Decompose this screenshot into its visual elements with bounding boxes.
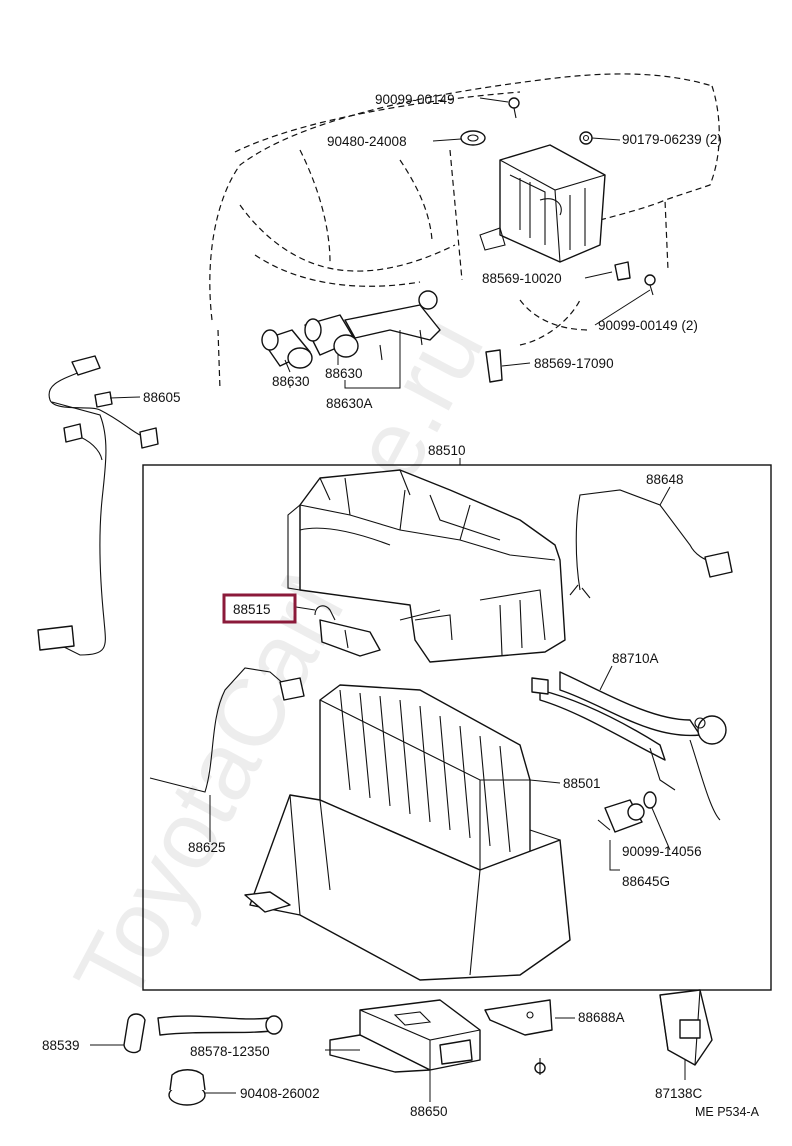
thermistor-88515: [314, 605, 381, 657]
clamp-88569-17090: [485, 349, 503, 383]
module-87138c: [659, 989, 713, 1066]
label-88650[interactable]: 88650: [410, 1104, 448, 1119]
pressure-switch-88645g: [597, 799, 645, 833]
pipe-88710a: [531, 671, 727, 821]
relay-bracket-88630a: [344, 290, 441, 361]
relay-88630-a: [261, 329, 313, 369]
grommet-90480-24008: [460, 130, 486, 146]
upper-case-88510: [287, 469, 566, 663]
label-90408-26002[interactable]: 90408-26002: [240, 1086, 320, 1101]
label-90099-00149-top[interactable]: 90099-00149: [375, 92, 455, 107]
o-ring-90099-14056: [643, 791, 657, 809]
sensor-wire-88625: [149, 667, 305, 793]
cooling-unit-frame: [142, 464, 772, 991]
label-90179-06239[interactable]: 90179-06239 (2): [622, 132, 722, 147]
nut-90179-06239: [579, 131, 593, 145]
wire-harness-88605: [37, 355, 159, 656]
label-88539[interactable]: 88539: [42, 1038, 80, 1053]
label-88648[interactable]: 88648: [646, 472, 684, 487]
lower-case: [244, 794, 571, 981]
label-88605[interactable]: 88605: [143, 390, 181, 405]
screw-90099-00149-top: [508, 97, 520, 119]
clamp-88569-10020: [614, 261, 631, 281]
relay-88630-b: [304, 314, 359, 358]
label-88569-17090[interactable]: 88569-17090: [534, 356, 614, 371]
label-87138c[interactable]: 87138C: [655, 1086, 703, 1101]
amplifier-88650: [329, 999, 481, 1073]
label-88710a[interactable]: 88710A: [612, 651, 659, 666]
label-88510[interactable]: 88510: [428, 443, 466, 458]
label-88688a[interactable]: 88688A: [578, 1010, 625, 1025]
label-90480-24008[interactable]: 90480-24008: [327, 134, 407, 149]
label-90099-14056[interactable]: 90099-14056: [622, 844, 702, 859]
hose-88578-12350: [157, 1015, 283, 1036]
label-88630-b[interactable]: 88630: [325, 366, 363, 381]
wire-88648: [569, 489, 733, 599]
label-88501[interactable]: 88501: [563, 776, 601, 791]
leader-lines: [90, 97, 686, 1102]
label-88578-12350[interactable]: 88578-12350: [190, 1044, 270, 1059]
highlight-box-88515: [222, 593, 297, 624]
blower-unit: [479, 144, 606, 263]
label-88630-a[interactable]: 88630: [272, 374, 310, 389]
bracket-88688a: [484, 999, 553, 1075]
grommet-90408-26002: [168, 1069, 206, 1106]
screw-90099-00149-2: [644, 274, 656, 296]
label-90099-00149-2[interactable]: 90099-00149 (2): [598, 318, 698, 333]
hose-88539: [123, 1013, 146, 1054]
label-88645g[interactable]: 88645G: [622, 874, 670, 889]
footer-code: ME P534-A: [695, 1105, 760, 1119]
label-88569-10020[interactable]: 88569-10020: [482, 271, 562, 286]
label-88625[interactable]: 88625: [188, 840, 226, 855]
label-88515[interactable]: 88515: [233, 602, 271, 617]
label-88630a[interactable]: 88630A: [326, 396, 373, 411]
dashboard-outline: [209, 73, 720, 391]
